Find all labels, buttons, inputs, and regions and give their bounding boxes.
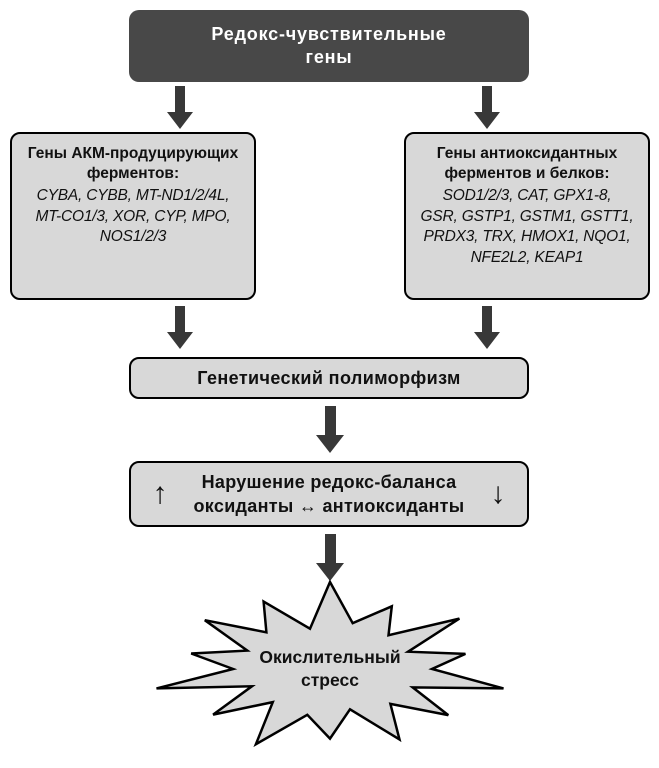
arrow-shaft xyxy=(324,406,336,435)
oxidative-stress-label: Окислительный стресс xyxy=(259,647,401,690)
arrow-shaft xyxy=(175,306,185,332)
redox-genes-title-box: Редокс-чувствительные гены xyxy=(129,10,529,82)
arrow-shaft xyxy=(482,306,492,332)
arrow-title-to-left-box xyxy=(167,86,193,129)
antioxidant-genes-box: Гены антиоксидантных ферментов и белков:… xyxy=(404,132,650,300)
arrow-head-icon xyxy=(474,332,500,349)
starburst-shape xyxy=(156,579,504,748)
imbalance-line1: Нарушение редокс-баланса xyxy=(201,471,457,492)
arrow-left-to-polymorphism xyxy=(167,306,193,349)
up-arrow-icon: ↑ xyxy=(152,477,168,510)
arrow-head-icon xyxy=(474,112,500,129)
antioxidant-genes-heading: Гены антиоксидантных ферментов и белков: xyxy=(436,145,618,183)
arrow-head-icon xyxy=(167,332,193,349)
down-arrow-icon: ↓ xyxy=(490,477,506,510)
arrow-shaft xyxy=(324,534,336,563)
arrow-right-to-polymorphism xyxy=(474,306,500,349)
akm-genes-list: CYBA, CYBB, MT-ND1/2/4L, MT-CO1/3, XOR, … xyxy=(35,187,231,246)
arrow-shaft xyxy=(482,86,492,112)
arrow-shaft xyxy=(175,86,185,112)
arrow-to-imbalance xyxy=(316,406,344,453)
akm-genes-heading: Гены АКМ-продуцирующих ферментов: xyxy=(27,145,239,183)
arrow-head-icon xyxy=(316,435,344,453)
polymorphism-box: Генетический полиморфизм xyxy=(129,357,529,399)
polymorphism-label: Генетический полиморфизм xyxy=(197,367,461,388)
arrow-head-icon xyxy=(167,112,193,129)
oxidative-stress-star: Окислительный стресс xyxy=(126,576,534,762)
redox-genes-title: Редокс-чувствительные гены xyxy=(211,23,447,67)
arrow-to-stress xyxy=(316,534,344,581)
akm-genes-box: Гены АКМ-продуцирующих ферментов: CYBA, … xyxy=(10,132,256,300)
imbalance-text: Нарушение редокс-баланса оксиданты ↔ ант… xyxy=(175,470,483,519)
antioxidant-genes-list: SOD1/2/3, CAT, GPX1-8, GSR, GSTP1, GSTM1… xyxy=(420,187,634,266)
imbalance-line2: оксиданты ↔ антиоксиданты xyxy=(193,496,465,516)
imbalance-box: ↑ Нарушение редокс-баланса оксиданты ↔ а… xyxy=(129,461,529,527)
arrow-title-to-right-box xyxy=(474,86,500,129)
arrow-head-icon xyxy=(316,563,344,581)
